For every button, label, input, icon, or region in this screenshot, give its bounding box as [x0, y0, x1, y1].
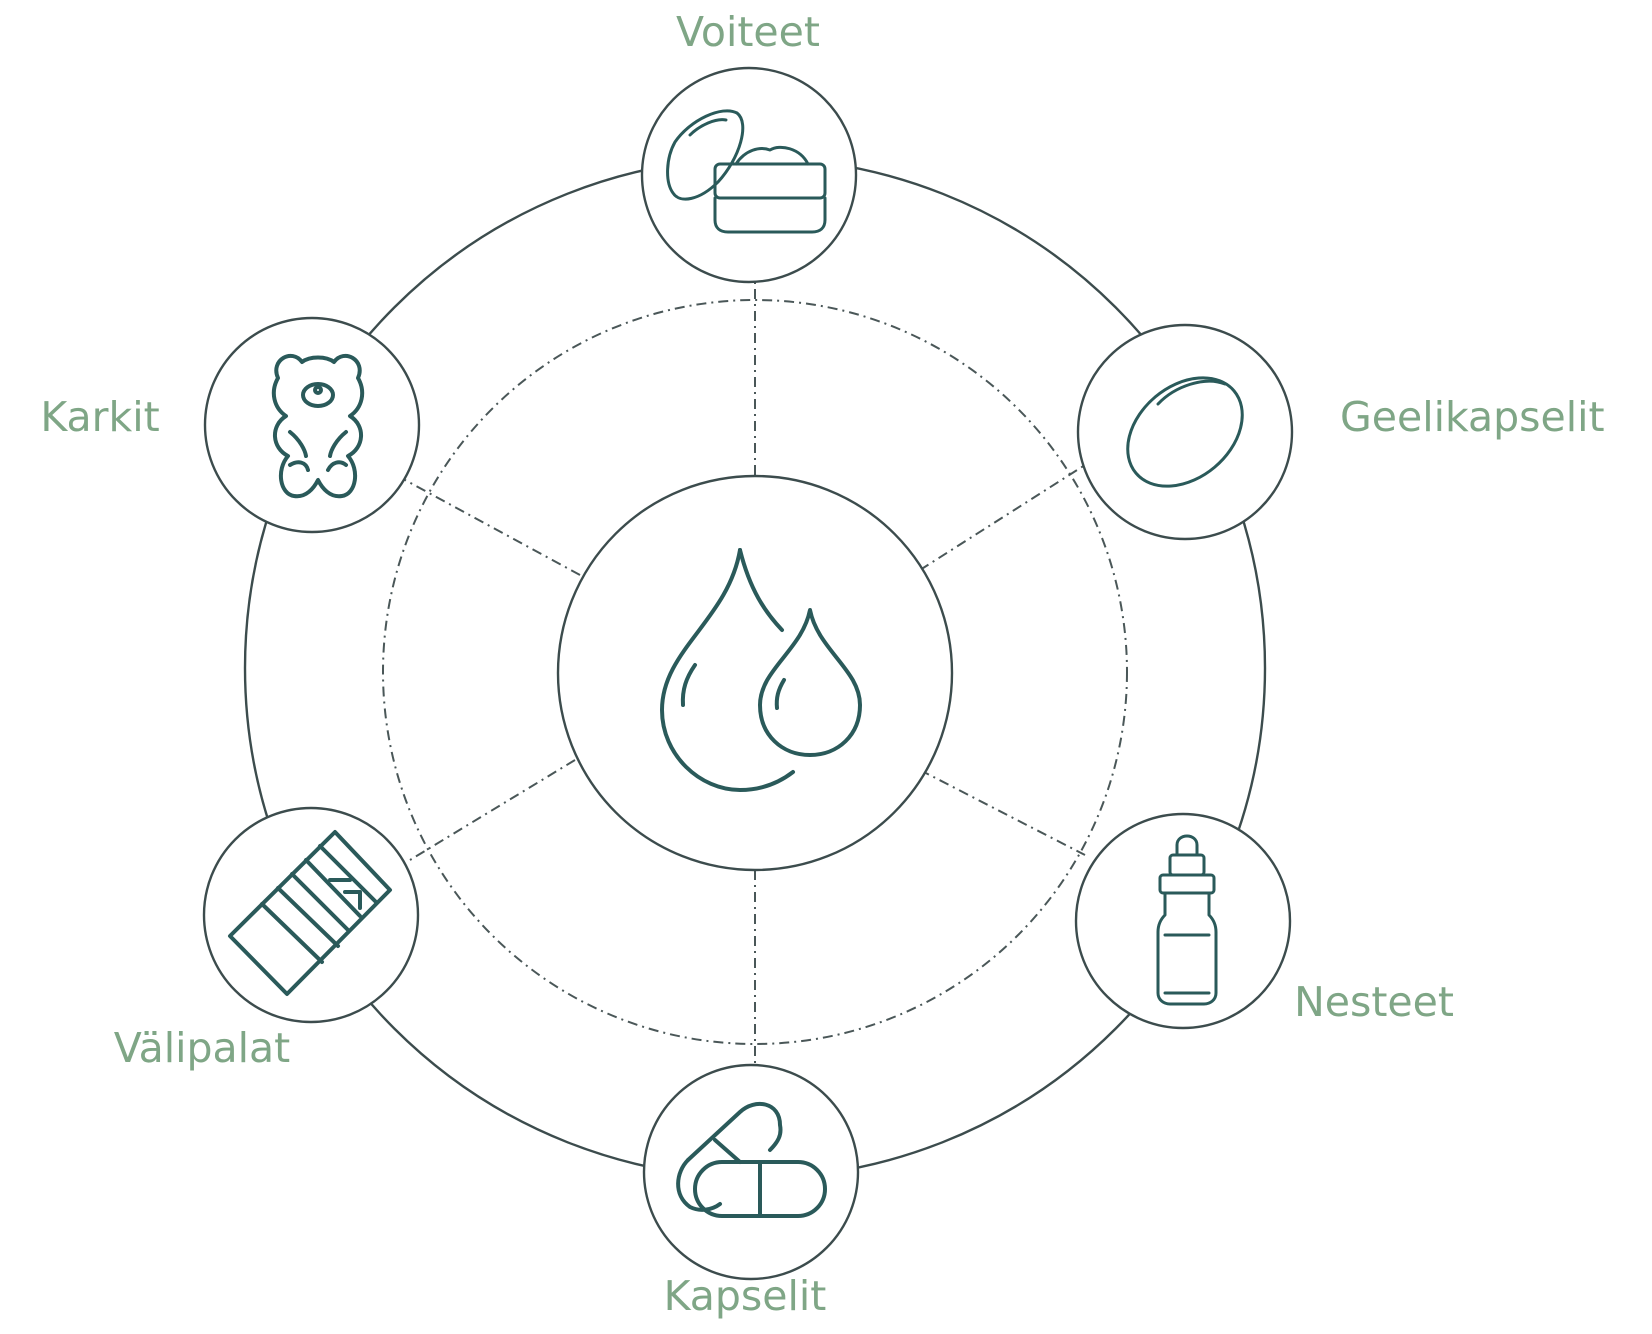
- node-voiteet: [640, 66, 858, 284]
- capsules-icon: [676, 1102, 827, 1218]
- inner-dashed-ring: [382, 299, 1128, 1045]
- label-geelikapselit: Geelikapselit: [1340, 393, 1605, 441]
- label-voiteet: Voiteet: [676, 8, 820, 56]
- label-karkit: Karkit: [40, 393, 159, 441]
- gummy-bear-icon: [271, 354, 365, 499]
- node-nesteet: [1074, 812, 1292, 1030]
- label-kapselit: Kapselit: [664, 1272, 827, 1320]
- chocolate-bar-icon: [228, 830, 392, 996]
- label-valipalat: Välipalat: [114, 1024, 291, 1072]
- node-geelikapselit: [1076, 323, 1294, 541]
- softgel-icon: [1126, 376, 1244, 488]
- spoke-lower-right: [919, 769, 1086, 856]
- node-karkit: [203, 316, 421, 534]
- spoke-upper-right: [919, 464, 1086, 571]
- spoke-upper-left: [404, 479, 581, 576]
- oil-drops-icon: [660, 548, 862, 792]
- spokes: [404, 280, 1086, 1065]
- center-node: [556, 474, 954, 872]
- dropper-bottle-icon: [1156, 834, 1218, 1006]
- label-nesteet: Nesteet: [1294, 978, 1454, 1026]
- node-valipalat: [202, 806, 420, 1024]
- cream-jar-icon: [666, 109, 827, 234]
- node-kapselit: [642, 1063, 860, 1281]
- spoke-lower-left: [409, 759, 576, 861]
